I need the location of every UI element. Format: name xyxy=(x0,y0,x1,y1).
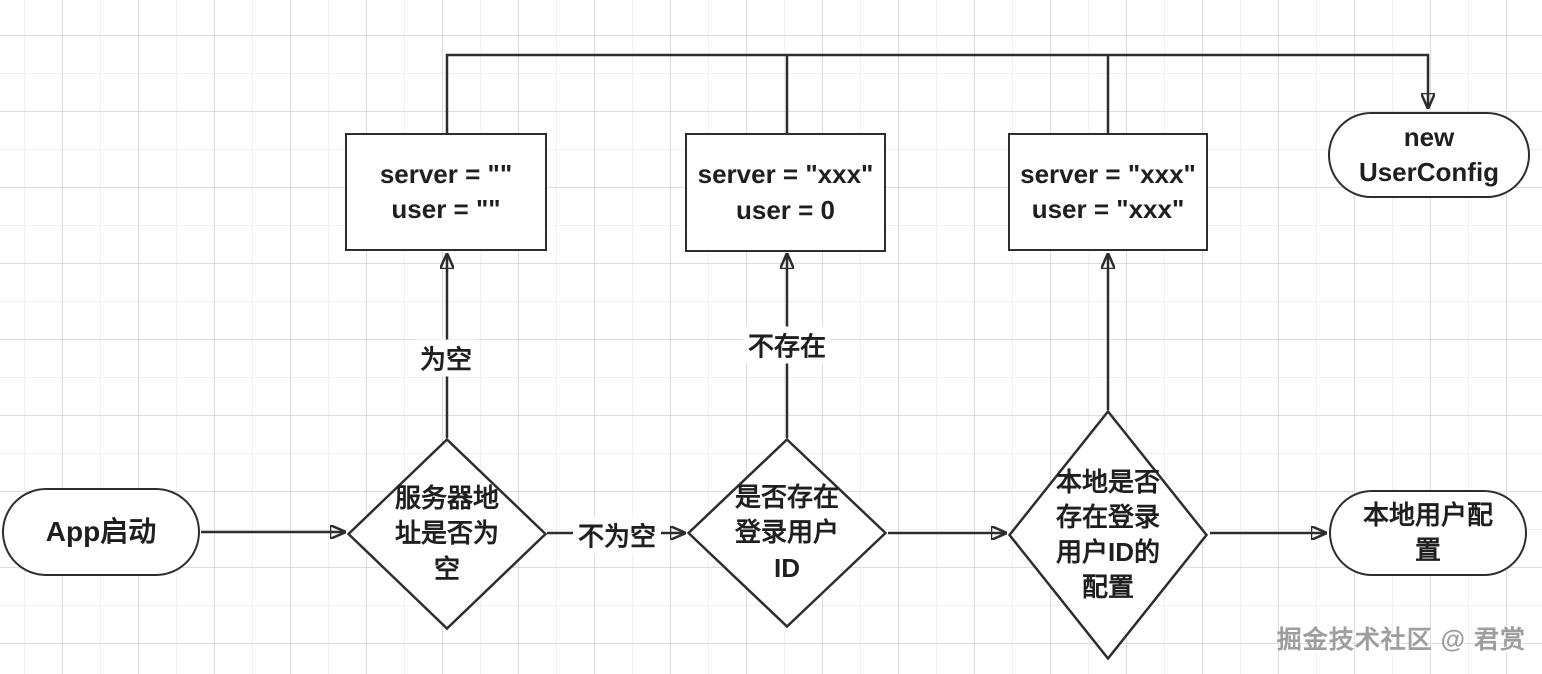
decision-local-config-label: 本地是否存在登录用户ID的配置 xyxy=(1055,466,1160,603)
box-line-user: user = 0 xyxy=(735,194,835,225)
start-node-label: App启动 xyxy=(45,516,157,548)
box-server-xxx-user-zero: server = "xxx" user = 0 xyxy=(685,133,886,252)
decision-user-id-label: 是否存在登录用户ID xyxy=(734,482,839,583)
box-line-user: user = "" xyxy=(391,194,501,224)
edge-label-is-empty: 为空 xyxy=(414,339,478,377)
edge-label-not-exist: 不存在 xyxy=(742,326,832,364)
box-server-user-empty: server = "" user = "" xyxy=(345,133,547,251)
box-line-server: server = "xxx" xyxy=(1020,158,1196,189)
decision-server-empty: 服务器地址是否为空 xyxy=(347,438,547,630)
new-userconfig-node: new UserConfig xyxy=(1328,112,1530,198)
box-line-user: user = "xxx" xyxy=(1031,194,1185,224)
start-node: App启动 xyxy=(2,488,200,576)
box-line-server: server = "" xyxy=(379,158,513,189)
box-server-xxx-user-xxx: server = "xxx" user = "xxx" xyxy=(1008,133,1208,251)
edge-label-not-empty: 不为空 xyxy=(572,516,662,554)
diamond-shape xyxy=(687,438,887,628)
box-line-server: server = "xxx" xyxy=(697,159,874,190)
decision-server-empty-label: 服务器地址是否为空 xyxy=(394,483,499,584)
watermark: 掘金技术社区 @ 君赏 xyxy=(1276,626,1526,654)
decision-local-config: 本地是否存在登录用户ID的配置 xyxy=(1008,410,1208,660)
diamond-shape xyxy=(347,438,547,630)
decision-user-id: 是否存在登录用户ID xyxy=(687,438,887,628)
new-userconfig-label: new UserConfig xyxy=(1358,121,1500,187)
diamond-shape xyxy=(1008,410,1208,660)
local-userconfig-node: 本地用户配置 xyxy=(1329,490,1527,576)
edge-boxes-to-new-userconfig xyxy=(445,53,1428,133)
local-userconfig-label: 本地用户配置 xyxy=(1362,499,1493,565)
